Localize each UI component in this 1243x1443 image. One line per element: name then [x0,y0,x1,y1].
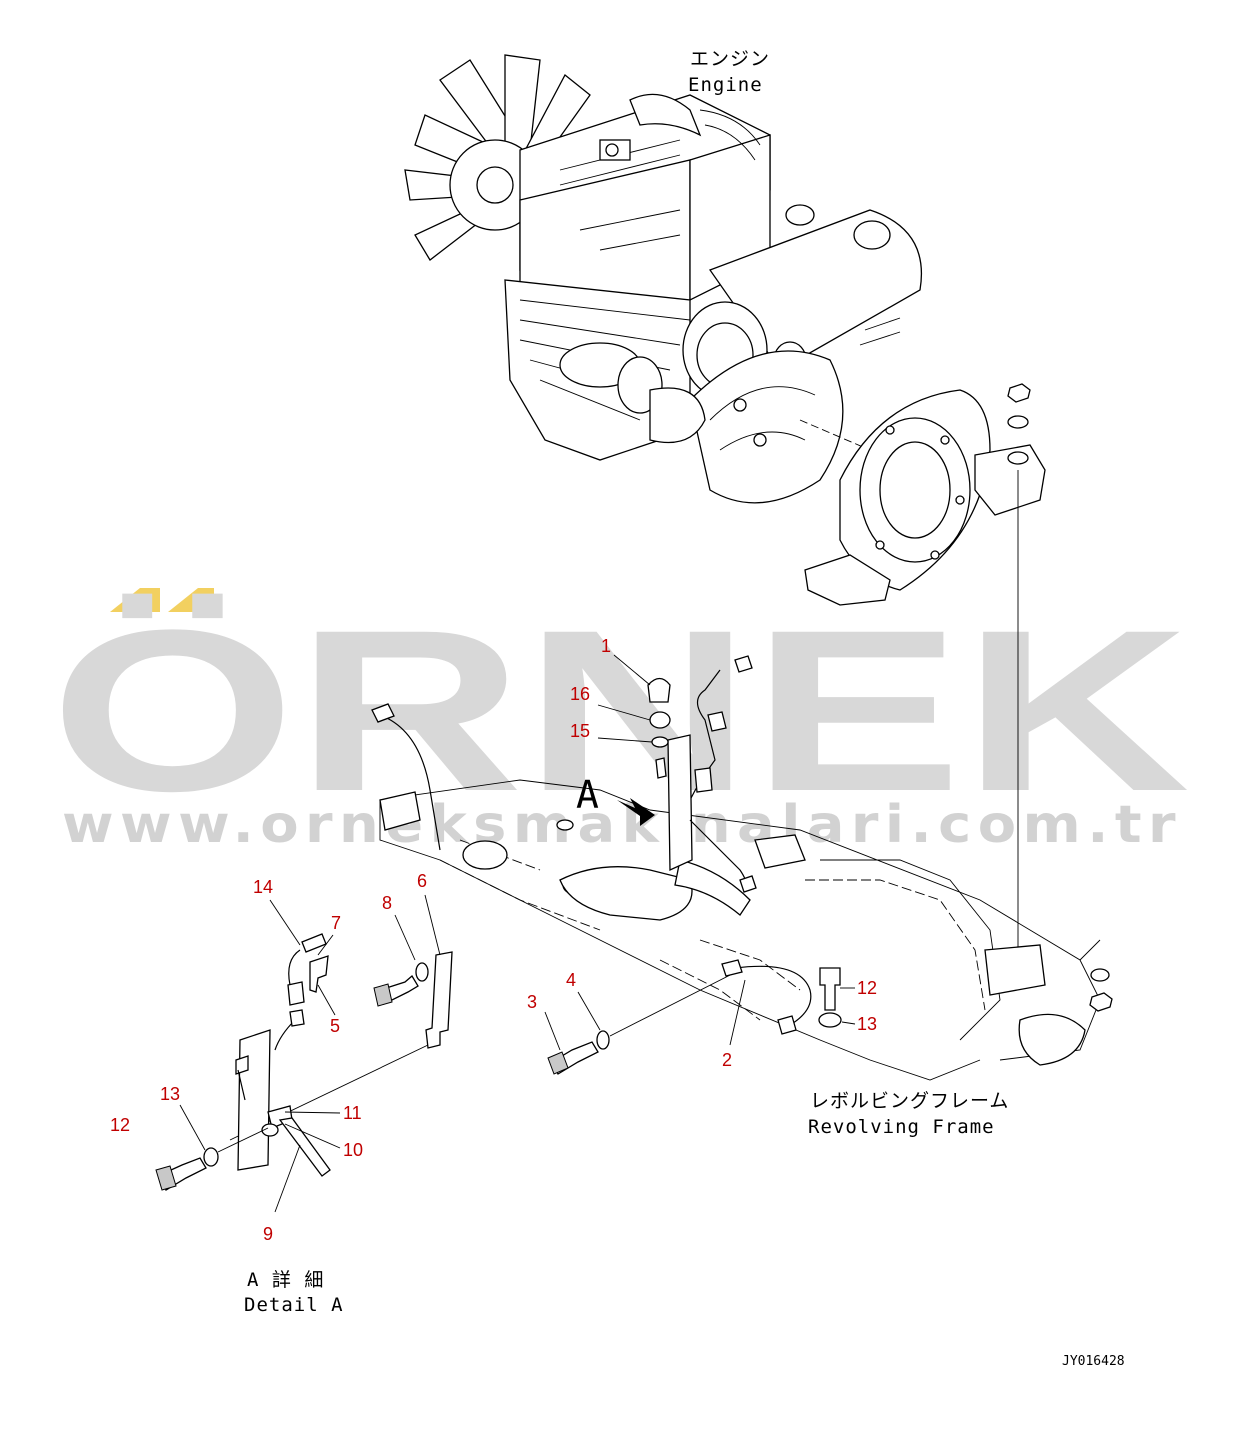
part-10-terminal [261,1123,279,1137]
part-13-washer-right [818,1012,842,1028]
callout-10: 10 [343,1140,363,1160]
watermark-brand: ÖRNEK [50,582,1190,839]
callout-12-detail: 12 [110,1115,130,1135]
callout-5: 5 [330,1016,340,1036]
part-7-washer-a [415,962,429,982]
watermark-url: www.orneksmakinalari.com.tr [62,795,1182,855]
mount-washer-top [1007,415,1029,429]
callout-13-detail: 13 [160,1084,180,1104]
part-9-cable [278,1117,331,1177]
frame-label-jp: レボルビングフレーム [810,1090,1009,1112]
callout-9: 9 [263,1224,273,1244]
detail-label-en: Detail A [244,1294,344,1316]
flywheel-housing [804,383,1046,606]
engine-block [504,93,922,504]
engine-label-en: Engine [688,74,763,96]
callout-numbers: 1 16 15 14 7 8 6 5 3 4 2 12 13 13 11 12 … [110,636,877,1244]
part-14-connector [287,933,327,1006]
callout-7: 7 [331,913,341,933]
part-6-bracket [425,951,453,1049]
callout-11: 11 [343,1103,362,1123]
part-5-clip [309,955,329,993]
part-12-bolt-detail [155,1157,207,1191]
watermark: ÖRNEK www.orneksmakinalari.com.tr [50,582,1190,855]
callout-15: 15 [570,721,590,741]
part-13-washer-detail [203,1147,219,1167]
callout-6: 6 [417,871,427,891]
part-3-bolt [547,1041,599,1075]
part-4-washer [596,1030,610,1050]
callout-13-right: 13 [857,1014,877,1034]
captions: エンジン Engine レボルビングフレーム Revolving Frame A… [244,48,1125,1369]
part-15-washer [651,736,669,748]
view-arrow-a: A [576,773,655,826]
part-12-bolt-right [819,967,841,1011]
callout-14: 14 [253,877,273,897]
engine-fan [404,54,591,261]
callout-16: 16 [570,684,590,704]
callout-8: 8 [382,893,392,913]
callout-2: 2 [722,1050,732,1070]
callout-4: 4 [566,970,576,990]
callout-3: 3 [527,992,537,1012]
drawing-code: JY016428 [1062,1354,1125,1369]
watermark-accent-left [110,588,160,612]
wiring-harness [371,655,757,893]
callout-1: 1 [601,636,611,656]
mount-nut-top [1007,383,1031,403]
detail-label-jp: A 詳 細 [247,1269,324,1291]
part-1-cap [647,677,671,703]
part-2-ground-cable [721,959,812,1035]
engine-drawing [404,54,922,504]
engine-label-jp: エンジン [690,48,770,70]
detail-a-assembly [235,1009,331,1177]
part-8-bolt [373,975,419,1007]
callout-12-right: 12 [857,978,877,998]
view-marker-label: A [576,773,599,817]
part-16-nut [649,711,671,729]
leader-lines [179,654,856,1213]
frame-label-en: Revolving Frame [808,1116,995,1138]
watermark-accent-right [168,588,214,612]
